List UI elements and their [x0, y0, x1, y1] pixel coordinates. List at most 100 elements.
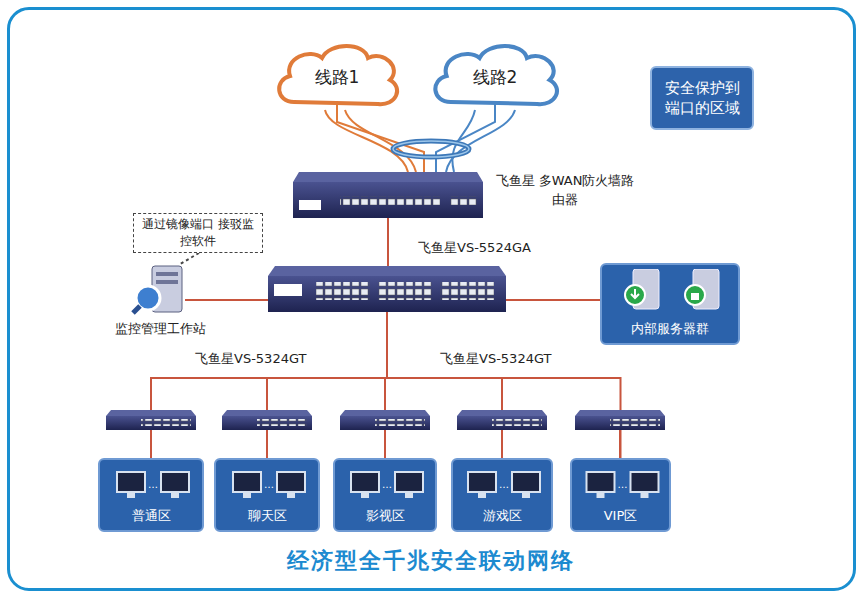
zone-box: … 聊天区 — [214, 458, 320, 532]
switch-ports — [610, 419, 660, 426]
switch-top — [106, 410, 196, 416]
server-badge — [625, 285, 645, 305]
callout-box: 通过镜像端口 接驳监控软件 — [133, 213, 263, 253]
switch-downlink — [150, 430, 152, 458]
access-switches — [106, 410, 665, 458]
monitor-stand — [287, 493, 295, 498]
cloud-shape — [435, 46, 557, 104]
switch-top — [222, 410, 312, 416]
node-label: VIP区 — [604, 507, 638, 525]
node-label: 影视区 — [366, 507, 405, 525]
switch-body — [457, 416, 547, 430]
server-badge — [685, 285, 705, 305]
monitor — [233, 472, 261, 492]
connector — [387, 218, 389, 266]
zone-box: … 普通区 — [98, 458, 204, 532]
node-label: 游戏区 — [483, 507, 522, 525]
node-label: 飞鱼星VS-5524GA — [418, 239, 531, 257]
device-icons: … — [216, 464, 318, 510]
monitor-stand — [597, 493, 605, 498]
note-box: 安全保护到 端口的区域 — [650, 66, 754, 130]
server-group-box: 内部服务器群 — [600, 263, 740, 345]
switch-downlink — [619, 430, 621, 458]
switch-top — [575, 410, 665, 416]
zone-box: … 影视区 — [333, 458, 437, 532]
switch-ports — [141, 419, 191, 426]
device-icons: … — [572, 464, 669, 510]
core-switch-node: 飞鱼星VS-5524GA — [268, 266, 506, 312]
node-label: 线路2 — [473, 66, 518, 89]
connector — [387, 312, 621, 458]
switch-body — [222, 416, 312, 430]
workstation-icon — [133, 266, 216, 313]
diagram-title: 经济型全千兆安全联动网络 — [0, 546, 862, 576]
monitor — [468, 472, 496, 492]
switch-ports — [375, 419, 425, 426]
switch-model-label: 飞鱼星VS-5324GT — [440, 350, 551, 368]
connector — [180, 253, 199, 264]
connector — [337, 104, 424, 172]
router-node: 飞鱼星 多WAN防火墙路由器 — [293, 172, 483, 218]
zone-box: … VIP区 — [570, 458, 671, 532]
switch-body — [106, 416, 196, 430]
link-ring — [393, 141, 469, 157]
connector — [506, 299, 600, 301]
switch-downlink — [384, 430, 386, 458]
monitor-stand — [243, 493, 251, 498]
connector — [267, 312, 387, 458]
device-icons: … — [100, 464, 202, 510]
node-label: 内部服务器群 — [631, 320, 709, 338]
monitor — [161, 472, 189, 492]
router-device — [293, 172, 483, 218]
node-label: 监控管理工作站 — [115, 320, 206, 338]
core-switch-device — [268, 266, 506, 312]
switch-model-label: 飞鱼星VS-5324GT — [195, 350, 306, 368]
ellipsis-dots: … — [382, 479, 392, 490]
workstation-node: 监控管理工作站 — [104, 262, 216, 338]
switch-ports — [257, 419, 307, 426]
monitor-stand — [127, 493, 135, 498]
link-ring-highlight — [393, 141, 469, 157]
switch-ports — [492, 419, 542, 426]
ellipsis-dots: … — [618, 479, 628, 490]
uplink-strands — [325, 110, 515, 172]
monitor — [277, 472, 305, 492]
switch-top — [340, 410, 430, 416]
ellipsis-dots: … — [148, 479, 158, 490]
device-icons — [602, 269, 738, 315]
switch-downlink — [501, 430, 503, 458]
download-mark — [631, 289, 639, 298]
connector — [216, 299, 268, 301]
node-label: 通过镜像端口 接驳监控软件 — [140, 216, 256, 250]
monitor — [512, 472, 540, 492]
device-icons: … — [335, 464, 435, 510]
monitor-stand — [478, 493, 486, 498]
ellipsis-dots: … — [499, 479, 509, 490]
monitor-stand — [641, 493, 649, 498]
cloud-shape — [279, 46, 397, 104]
monitor — [117, 472, 145, 492]
connector — [436, 104, 495, 172]
monitor-stand — [361, 493, 369, 498]
wan-cloud: 线路1 — [272, 38, 402, 110]
node-label: 普通区 — [132, 507, 171, 525]
node-label: 安全保护到 端口的区域 — [656, 78, 748, 119]
monitor — [395, 472, 423, 492]
zone-box: … 游戏区 — [451, 458, 553, 532]
monitor-stand — [171, 493, 179, 498]
node-label: 飞鱼星 多WAN防火墙路由器 — [495, 172, 635, 210]
switch-downlink — [266, 430, 268, 458]
monitor-stand — [405, 493, 413, 498]
monitor — [631, 472, 659, 492]
node-label: 聊天区 — [248, 507, 287, 525]
monitor-stand — [522, 493, 530, 498]
switch-body — [340, 416, 430, 430]
node-label: 线路1 — [315, 66, 360, 89]
monitor — [351, 472, 379, 492]
device-icons: … — [453, 464, 551, 510]
ellipsis-dots: … — [264, 479, 274, 490]
wan-cloud: 线路2 — [428, 38, 562, 110]
lock-mark — [691, 293, 699, 300]
switch-body — [575, 416, 665, 430]
